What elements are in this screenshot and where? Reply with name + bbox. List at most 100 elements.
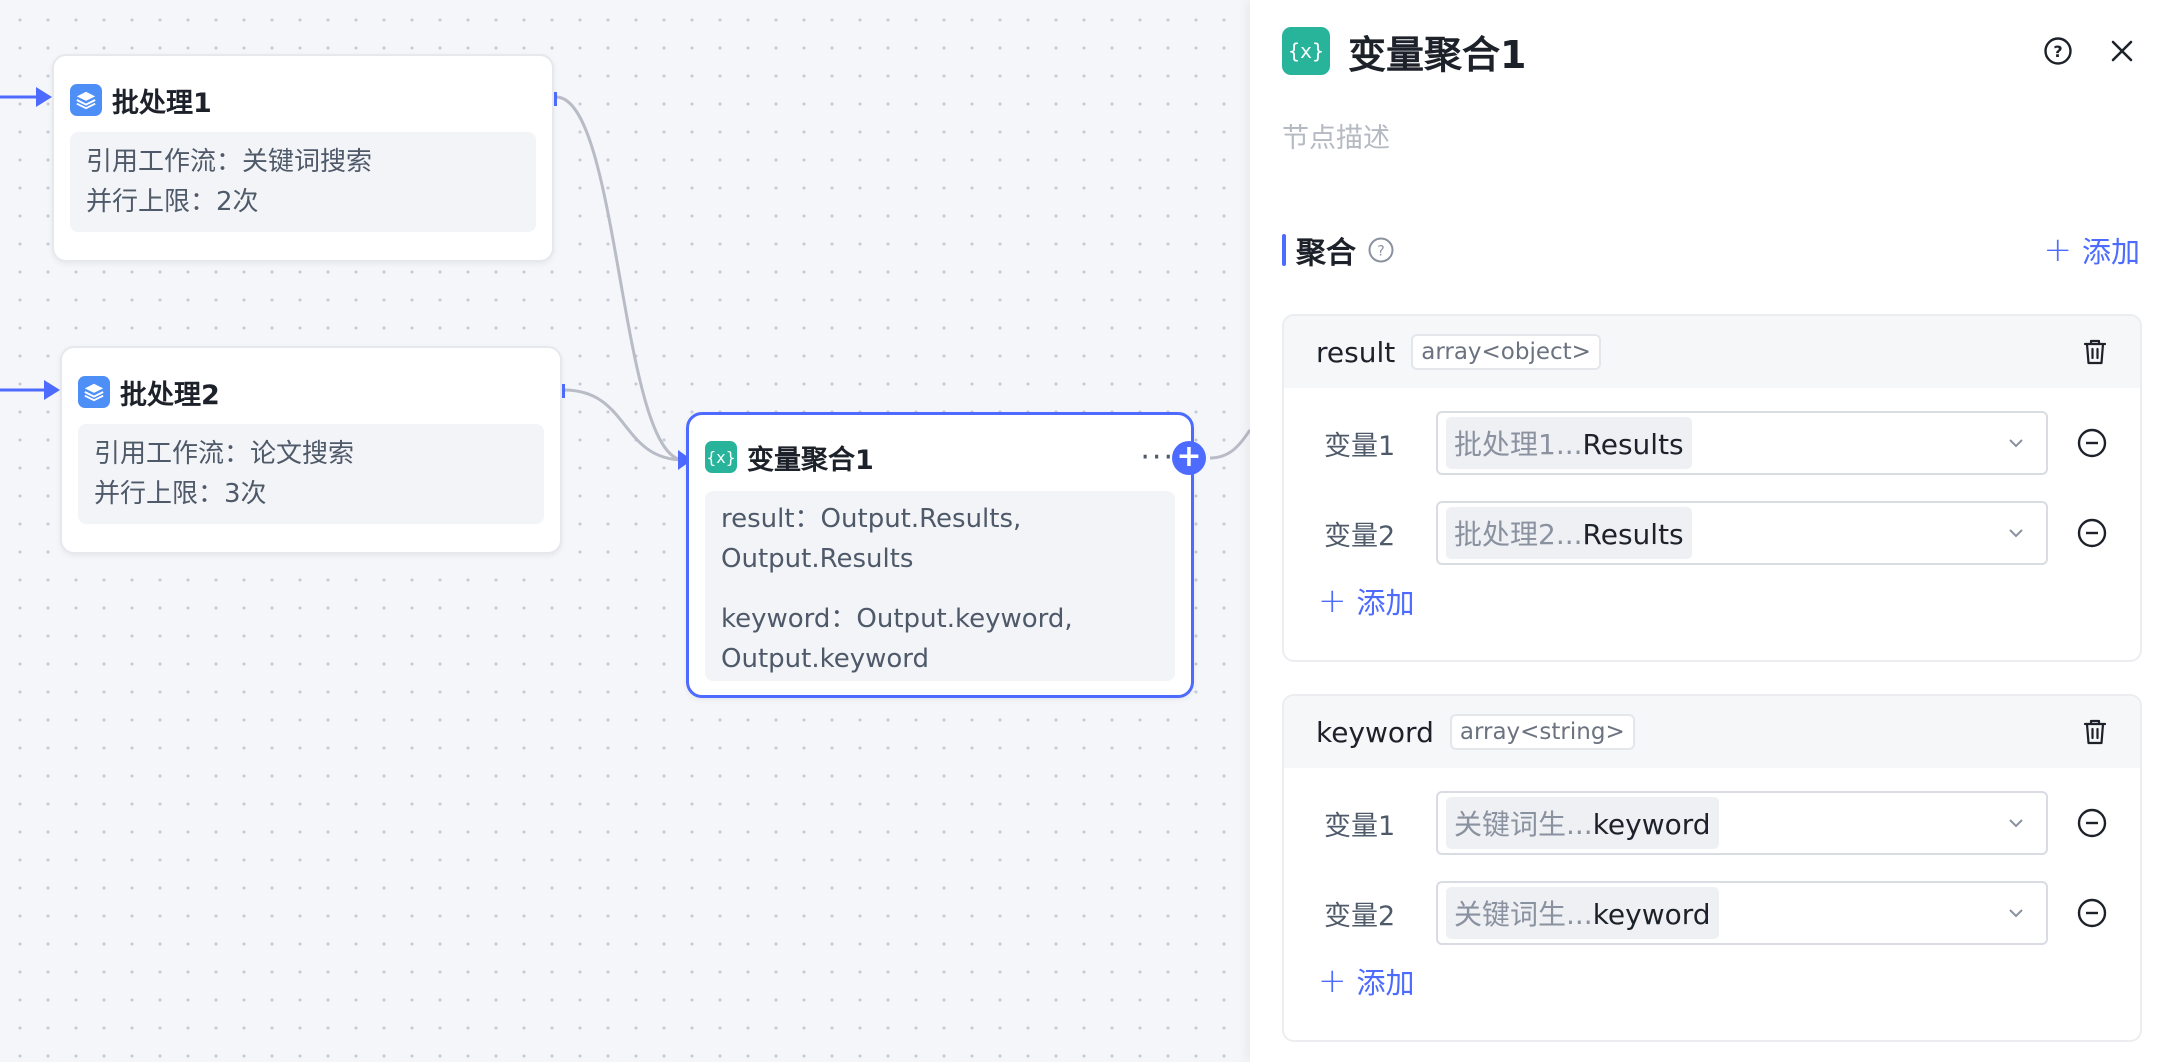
batch-node-1-title: 批处理1 bbox=[112, 87, 212, 119]
chevron-down-icon bbox=[2009, 439, 2023, 448]
minus-circle-icon bbox=[2077, 518, 2107, 548]
batch-node-2-header: 批处理2 bbox=[62, 370, 560, 414]
output-port-batch2[interactable] bbox=[562, 384, 565, 398]
var-label: 变量2 bbox=[1324, 900, 1396, 932]
arrow-in-agg bbox=[678, 450, 692, 470]
batch-node-2-title: 批处理2 bbox=[120, 379, 220, 411]
edges-layer bbox=[0, 87, 1250, 470]
arrow-in-batch1 bbox=[36, 87, 52, 107]
add-group-label: 添加 bbox=[2081, 235, 2140, 269]
svg-text:?: ? bbox=[2053, 42, 2062, 61]
edge-agg-out bbox=[1209, 429, 1250, 460]
batch-node-2-workflow: 引用工作流：论文搜索 bbox=[94, 439, 355, 469]
var-row: 变量1 关键词生...keyword bbox=[1284, 790, 2140, 856]
add-var-label: 添加 bbox=[1356, 586, 1415, 620]
section-help-icon[interactable]: ? bbox=[1366, 235, 1396, 265]
panel-title[interactable]: 变量聚合1 bbox=[1348, 32, 1527, 77]
chevron-down-icon bbox=[2009, 819, 2023, 828]
question-circle-icon: ? bbox=[2044, 37, 2072, 65]
var-select[interactable]: 批处理1...Results bbox=[1436, 411, 2048, 475]
var-select[interactable]: 关键词生...keyword bbox=[1436, 791, 2048, 855]
svg-text:{x}: {x} bbox=[1288, 39, 1324, 63]
edge-batch1-to-agg bbox=[555, 95, 685, 462]
var-reference-chip: 关键词生...keyword bbox=[1446, 797, 1719, 849]
var-reference-chip: 批处理2...Results bbox=[1446, 507, 1692, 559]
minus-circle-icon bbox=[2077, 428, 2107, 458]
workflow-canvas[interactable]: 批处理1 引用工作流：关键词搜索 并行上限：2次 批处理2 引用工作流：论文搜索… bbox=[0, 0, 1250, 1062]
arrow-in-batch2 bbox=[44, 380, 60, 400]
svg-text:{x}: {x} bbox=[708, 448, 734, 467]
agg-line-result-cont: Output.Results bbox=[721, 544, 914, 574]
group-result-header: result array<object> bbox=[1284, 316, 2140, 388]
batch-node-2-parallel: 并行上限：3次 bbox=[94, 479, 267, 509]
remove-var-button[interactable] bbox=[2074, 425, 2110, 461]
var-reference-chip: 批处理1...Results bbox=[1446, 417, 1692, 469]
batch-node-1[interactable]: 批处理1 引用工作流：关键词搜索 并行上限：2次 bbox=[52, 54, 557, 262]
var-row: 变量2 批处理2...Results bbox=[1284, 500, 2140, 566]
plus-icon: + bbox=[1318, 581, 1347, 621]
layers-icon bbox=[70, 84, 102, 116]
node-description-input[interactable]: 节点描述 bbox=[1282, 123, 1390, 154]
var-select[interactable]: 关键词生...keyword bbox=[1436, 881, 2048, 945]
help-button[interactable]: ? bbox=[2040, 33, 2076, 69]
group-result-type: array<object> bbox=[1411, 334, 1601, 370]
panel-header: {x} 变量聚合1 ? bbox=[1282, 26, 2140, 77]
delete-group-keyword-button[interactable] bbox=[2078, 715, 2112, 749]
aggregator-node-title: 变量聚合1 bbox=[747, 444, 874, 476]
close-button[interactable] bbox=[2104, 33, 2140, 69]
agg-line-keyword: keyword：Output.keyword, bbox=[721, 604, 1073, 634]
add-var-label: 添加 bbox=[1356, 966, 1415, 1000]
var-row: 变量1 批处理1...Results bbox=[1284, 410, 2140, 476]
trash-icon bbox=[2083, 719, 2107, 745]
var-row: 变量2 关键词生...keyword bbox=[1284, 880, 2140, 946]
group-keyword: keyword array<string> 变量1 关键词生...keyword… bbox=[1282, 694, 2142, 1042]
agg-line-keyword-cont: Output.keyword bbox=[721, 644, 929, 674]
aggregator-node[interactable]: {x} 变量聚合1 ··· result：Output.Results, Out… bbox=[686, 412, 1194, 698]
delete-group-result-button[interactable] bbox=[2078, 335, 2112, 369]
group-keyword-type: array<string> bbox=[1449, 714, 1635, 750]
agg-line-result: result：Output.Results, bbox=[721, 504, 1022, 534]
layers-icon bbox=[78, 376, 110, 408]
aggregator-node-body: result：Output.Results, Output.Results ke… bbox=[705, 491, 1175, 681]
edge-batch2-to-agg bbox=[563, 388, 685, 462]
aggregate-section-header: 聚合 ? + 添加 bbox=[1282, 228, 2140, 272]
more-options-icon[interactable]: ··· bbox=[1140, 439, 1175, 475]
node-config-panel: {x} 变量聚合1 ? 节点描述 聚合 ? + 添加 result array<… bbox=[1250, 0, 2164, 1062]
plus-icon: + bbox=[2043, 230, 2072, 270]
batch-node-1-parallel: 并行上限：2次 bbox=[86, 187, 259, 217]
aggregator-node-header: {x} 变量聚合1 ··· bbox=[689, 435, 1191, 479]
output-port-batch1[interactable] bbox=[554, 92, 557, 106]
group-result-name[interactable]: result bbox=[1316, 335, 1396, 369]
section-title: 聚合 bbox=[1296, 236, 1356, 271]
var-label: 变量1 bbox=[1324, 430, 1396, 462]
var-label: 变量2 bbox=[1324, 520, 1396, 552]
add-var-keyword-button[interactable]: + 添加 bbox=[1318, 960, 2140, 1002]
remove-var-button[interactable] bbox=[2074, 895, 2110, 931]
group-keyword-header: keyword array<string> bbox=[1284, 696, 2140, 768]
add-group-button[interactable]: + 添加 bbox=[2043, 229, 2140, 271]
minus-circle-icon bbox=[2077, 898, 2107, 928]
minus-circle-icon bbox=[2077, 808, 2107, 838]
close-icon bbox=[2111, 40, 2133, 62]
var-label: 变量1 bbox=[1324, 810, 1396, 842]
batch-node-1-header: 批处理1 bbox=[54, 78, 552, 122]
var-select[interactable]: 批处理2...Results bbox=[1436, 501, 2048, 565]
svg-text:?: ? bbox=[1377, 244, 1384, 260]
batch-node-1-body: 引用工作流：关键词搜索 并行上限：2次 bbox=[70, 132, 536, 232]
trash-icon bbox=[2083, 339, 2107, 365]
plus-icon: + bbox=[1318, 961, 1347, 1001]
group-keyword-name[interactable]: keyword bbox=[1316, 715, 1434, 749]
variable-braces-icon: {x} bbox=[1282, 27, 1330, 75]
batch-node-2[interactable]: 批处理2 引用工作流：论文搜索 并行上限：3次 bbox=[60, 346, 565, 554]
chevron-down-icon bbox=[2009, 529, 2023, 538]
add-next-node-button[interactable]: + bbox=[1172, 441, 1206, 475]
batch-node-1-workflow: 引用工作流：关键词搜索 bbox=[86, 147, 373, 177]
batch-node-2-body: 引用工作流：论文搜索 并行上限：3次 bbox=[78, 424, 544, 524]
remove-var-button[interactable] bbox=[2074, 515, 2110, 551]
chevron-down-icon bbox=[2009, 909, 2023, 918]
add-var-result-button[interactable]: + 添加 bbox=[1318, 580, 2140, 622]
section-accent-bar bbox=[1282, 234, 1286, 266]
remove-var-button[interactable] bbox=[2074, 805, 2110, 841]
variable-braces-icon: {x} bbox=[705, 441, 737, 473]
group-result: result array<object> 变量1 批处理1...Results … bbox=[1282, 314, 2142, 662]
